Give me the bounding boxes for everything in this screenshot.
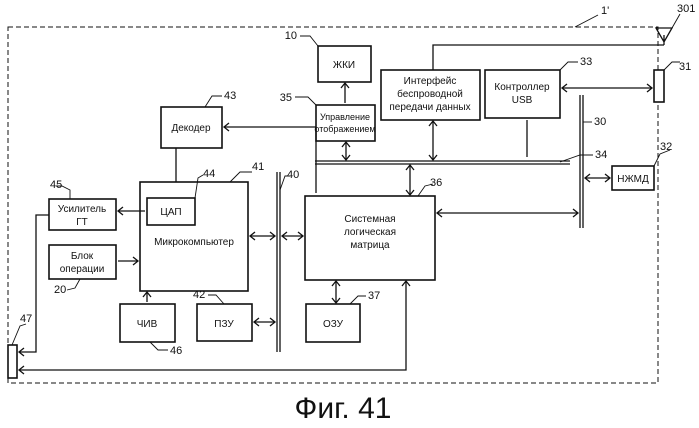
display-control-label-1: Управление (320, 112, 370, 122)
headphone-jack-leader (12, 324, 26, 345)
amplifier-ref: 45 (50, 179, 62, 191)
bus-cpu-ref: 40 (287, 169, 299, 181)
usb-ctrl-block (485, 70, 560, 118)
dac-label: ЦАП (160, 207, 181, 218)
usb-ctrl-label-1: Контроллер (494, 82, 550, 93)
ram-label: ОЗУ (323, 319, 344, 330)
rom-ref: 42 (193, 289, 205, 301)
clock-label: ЧИВ (137, 319, 158, 330)
clock-leader (150, 342, 168, 350)
op-block-leader (67, 279, 80, 290)
decoder-leader (205, 96, 222, 107)
figure-caption: Фиг. 41 (295, 392, 392, 425)
hdd-label: НЖМД (617, 174, 649, 185)
clock-ref: 46 (170, 345, 182, 357)
antenna-leader (672, 14, 680, 28)
usb-port-ref: 31 (679, 61, 691, 73)
usb-ctrl-ref: 33 (580, 56, 592, 68)
bus-top-ref: 34 (595, 149, 607, 161)
ram-leader (350, 296, 366, 304)
rom-label: ПЗУ (214, 319, 234, 330)
usb-ctrl-leader (560, 62, 578, 70)
hdd-ref: 32 (660, 141, 672, 153)
usb-port-icon (654, 70, 664, 102)
rom-leader (208, 295, 224, 304)
amplifier-label-2: ГТ (76, 217, 88, 228)
display-control-ref: 35 (280, 92, 292, 104)
decoder-ref: 43 (224, 90, 236, 102)
headphone-jack-icon (8, 345, 17, 378)
wireless-if-label-2: беспроводной (397, 88, 463, 100)
antenna-line (433, 45, 664, 70)
system-logic-label-3: матрица (350, 240, 390, 251)
device-ref: 1' (601, 5, 609, 17)
bus-top (315, 161, 570, 164)
bus-usb-ref: 30 (594, 116, 606, 128)
op-block-label-2: операции (60, 264, 105, 275)
device-ref-leader (575, 15, 598, 27)
ram-ref: 37 (368, 290, 380, 302)
antenna-ref: 301 (677, 3, 695, 15)
microcomputer-ref: 41 (252, 161, 264, 173)
amp-to-jack (19, 215, 49, 352)
system-logic-ref: 36 (430, 177, 442, 189)
display-control-block (316, 105, 375, 141)
usb-ctrl-label-2: USB (512, 95, 533, 106)
bus-cpu (277, 172, 280, 352)
op-block-label-1: Блок (71, 251, 94, 262)
wireless-if-label-1: Интерфейс (404, 75, 457, 87)
lcd-leader (300, 36, 318, 46)
system-logic-label-1: Системная (344, 214, 395, 225)
amplifier-label-1: Усилитель (58, 204, 106, 215)
system-logic-block (305, 196, 435, 280)
wireless-if-label-3: передачи данных (389, 102, 470, 113)
lcd-label: ЖКИ (333, 60, 355, 71)
headphone-jack-ref: 47 (20, 313, 32, 325)
op-block-ref: 20 (54, 284, 66, 296)
usb-port-leader (664, 62, 680, 70)
display-control-label-2: отображением (314, 124, 375, 134)
system-logic-label-2: логическая (344, 227, 396, 238)
microcomputer-label: Микрокомпьютер (154, 237, 234, 248)
display-control-leader (295, 97, 316, 105)
microcomputer-leader (230, 172, 252, 182)
lcd-ref: 10 (285, 30, 297, 42)
dac-ref: 44 (203, 168, 215, 180)
decoder-label: Декодер (171, 123, 211, 134)
bus-usb (580, 95, 583, 228)
